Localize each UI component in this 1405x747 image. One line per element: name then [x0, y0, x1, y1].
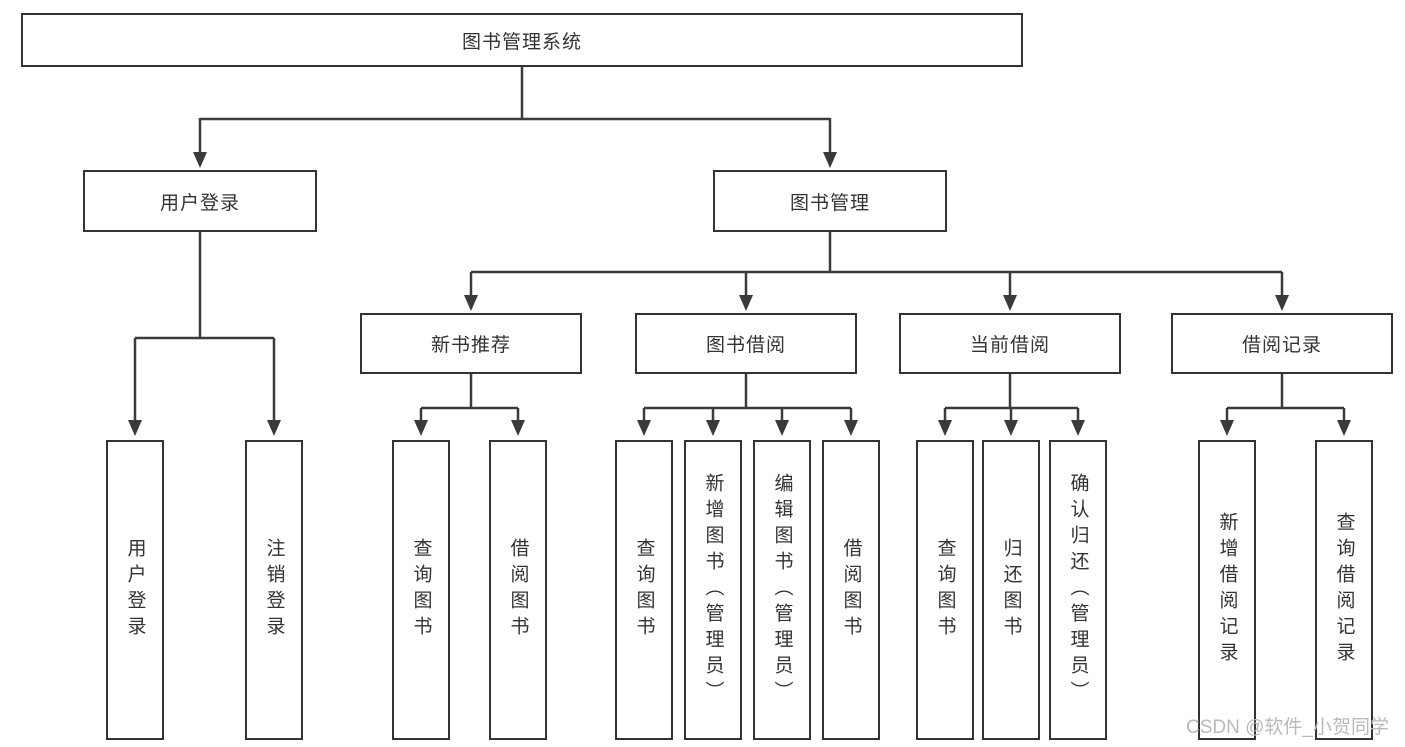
- node-new-book-recommendation: 新书推荐: [360, 313, 582, 374]
- node-label: 借阅图书: [507, 538, 529, 642]
- node-edit-books-admin: 编辑图书（管理员）: [753, 440, 811, 740]
- node-label: 查询借阅记录: [1333, 512, 1355, 668]
- node-return-books: 归还图书: [982, 440, 1040, 740]
- node-query-books-current: 查询图书: [916, 440, 974, 740]
- csdn-watermark: CSDN @软件_小贺同学: [1186, 717, 1389, 738]
- node-label: 查询图书: [410, 538, 432, 642]
- node-label: 新增图书（管理员）: [702, 473, 724, 707]
- node-user-login-leaf: 用户登录: [106, 440, 164, 740]
- node-label: 确认归还（管理员）: [1067, 473, 1089, 707]
- node-label: 新增借阅记录: [1216, 512, 1238, 668]
- node-borrow-books-borrowing: 借阅图书: [822, 440, 880, 740]
- node-user-login: 用户登录: [83, 170, 317, 232]
- node-label: 查询图书: [633, 538, 655, 642]
- node-label: 图书管理: [789, 192, 870, 214]
- node-query-books-recommend: 查询图书: [392, 440, 450, 740]
- node-label: 图书管理系统: [461, 31, 582, 53]
- node-query-borrow-record: 查询借阅记录: [1315, 440, 1373, 740]
- connector-edges: [133, 67, 1346, 422]
- node-add-borrow-record: 新增借阅记录: [1198, 440, 1256, 740]
- node-confirm-return-admin: 确认归还（管理员）: [1049, 440, 1107, 740]
- node-label: 借阅记录: [1241, 335, 1322, 356]
- node-label: 用户登录: [124, 538, 146, 642]
- node-borrow-books-recommend: 借阅图书: [489, 440, 547, 740]
- node-library-management-system: 图书管理系统: [21, 13, 1023, 67]
- node-book-borrowing: 图书借阅: [635, 313, 857, 374]
- node-label: 图书借阅: [705, 335, 786, 356]
- node-add-books-admin: 新增图书（管理员）: [684, 440, 742, 740]
- node-borrowing-records: 借阅记录: [1171, 313, 1393, 374]
- node-label: 查询图书: [934, 538, 956, 642]
- node-label: 用户登录: [159, 192, 240, 214]
- node-label: 新书推荐: [430, 335, 511, 356]
- node-label: 编辑图书（管理员）: [771, 473, 793, 707]
- node-query-books-borrowing: 查询图书: [615, 440, 673, 740]
- node-label: 归还图书: [1000, 538, 1022, 642]
- node-logout-leaf: 注销登录: [245, 440, 303, 740]
- node-label: 当前借阅: [969, 335, 1050, 356]
- node-label: 借阅图书: [840, 538, 862, 642]
- node-label: 注销登录: [263, 538, 285, 642]
- node-current-borrowing: 当前借阅: [899, 313, 1121, 374]
- arrowheads: [128, 152, 1351, 436]
- node-book-management: 图书管理: [713, 170, 947, 232]
